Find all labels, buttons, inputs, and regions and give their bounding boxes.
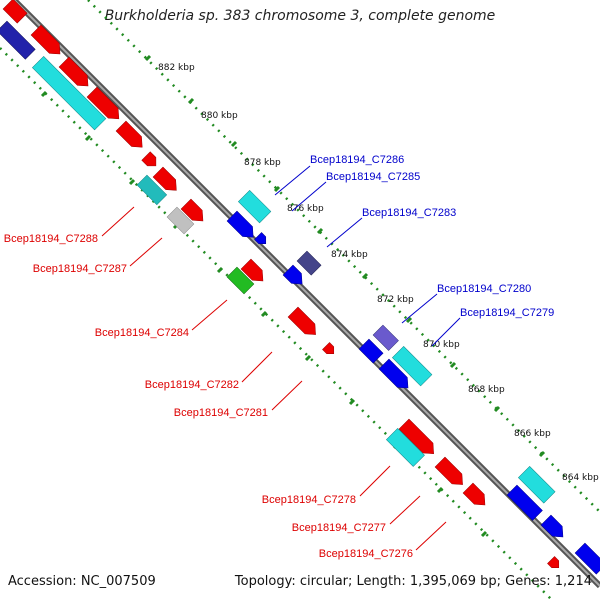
gene-label-c7278[interactable]: Bcep18194_C7278: [262, 494, 356, 506]
gene-label-c7283[interactable]: Bcep18194_C7283: [362, 207, 456, 219]
gene-feature: [282, 264, 303, 285]
gene-feature: [136, 174, 168, 206]
gene-feature: [115, 120, 143, 148]
gene-feature: [434, 456, 463, 485]
outer-tick-ring: [87, 0, 600, 513]
gene-label-c7286[interactable]: Bcep18194_C7286: [310, 154, 404, 166]
gene-feature: [287, 306, 316, 335]
gene-feature: [240, 258, 264, 282]
gene-feature: [237, 189, 272, 224]
kbp-label: 874 kbp: [331, 250, 368, 260]
gene-feature: [58, 56, 89, 87]
gene-feature: [31, 55, 107, 131]
kbp-label: 876 kbp: [287, 204, 324, 214]
kbp-label: 864 kbp: [562, 473, 599, 483]
gene-label-c7280[interactable]: Bcep18194_C7280: [437, 283, 531, 295]
genome-summary-text: Topology: circular; Length: 1,395,069 bp…: [234, 574, 592, 589]
gene-feature: [540, 514, 564, 538]
gene-feature: [385, 427, 425, 467]
kbp-label: 870 kbp: [423, 340, 460, 350]
gene-feature: [30, 24, 61, 55]
kbp-label: 872 kbp: [377, 295, 414, 305]
gene-feature: [141, 151, 157, 167]
gene-label-c7288[interactable]: Bcep18194_C7288: [4, 233, 98, 245]
gene-feature: [226, 266, 255, 295]
gene-feature: [152, 166, 177, 191]
accession-text: Accession: NC_007509: [8, 574, 156, 589]
gene-feature: [378, 358, 409, 389]
gene-label-c7284[interactable]: Bcep18194_C7284: [95, 327, 189, 339]
forward-leader-lines: [274, 165, 461, 347]
outer-major-ticks: [144, 54, 546, 458]
genome-title: Burkholderia sp. 383 chromosome 3, compl…: [104, 8, 496, 24]
kbp-label: 880 kbp: [201, 111, 238, 121]
forward-strand-genes: [226, 189, 600, 575]
gene-label-c7276[interactable]: Bcep18194_C7276: [319, 548, 413, 560]
reverse-strand-genes: [2, 0, 486, 506]
gene-feature: [506, 484, 543, 521]
gene-feature: [226, 210, 254, 238]
gene-feature: [517, 465, 556, 504]
gene-feature: [547, 556, 560, 569]
genome-backbone: [11, 0, 600, 589]
gene-feature: [166, 206, 195, 235]
gene-label-c7279[interactable]: Bcep18194_C7279: [460, 307, 554, 319]
gene-feature: [180, 198, 204, 222]
gene-feature: [462, 482, 486, 506]
reverse-leader-lines: [101, 206, 447, 551]
kbp-label: 882 kbp: [158, 63, 195, 73]
inner-tick-ring: [0, 47, 553, 600]
gene-feature: [391, 345, 433, 387]
gene-feature: [0, 20, 36, 60]
inner-major-ticks: [40, 90, 488, 538]
gene-feature: [398, 418, 434, 454]
kbp-label: 878 kbp: [244, 158, 281, 168]
gene-label-c7282[interactable]: Bcep18194_C7282: [145, 379, 239, 391]
gene-feature: [372, 324, 399, 351]
gene-label-c7287[interactable]: Bcep18194_C7287: [33, 263, 127, 275]
gene-label-c7281[interactable]: Bcep18194_C7281: [174, 407, 268, 419]
kbp-label: 866 kbp: [514, 429, 551, 439]
gene-label-c7277[interactable]: Bcep18194_C7277: [292, 522, 386, 534]
gene-feature: [86, 86, 120, 120]
gene-feature: [322, 342, 335, 355]
gene-feature: [254, 232, 267, 245]
gene-feature: [574, 542, 600, 575]
gene-label-c7285[interactable]: Bcep18194_C7285: [326, 171, 420, 183]
gene-feature: [2, 0, 28, 24]
kbp-label: 868 kbp: [468, 385, 505, 395]
reverse-inner-track: [0, 20, 560, 569]
gene-feature: [296, 250, 322, 276]
gene-feature: [358, 338, 384, 364]
